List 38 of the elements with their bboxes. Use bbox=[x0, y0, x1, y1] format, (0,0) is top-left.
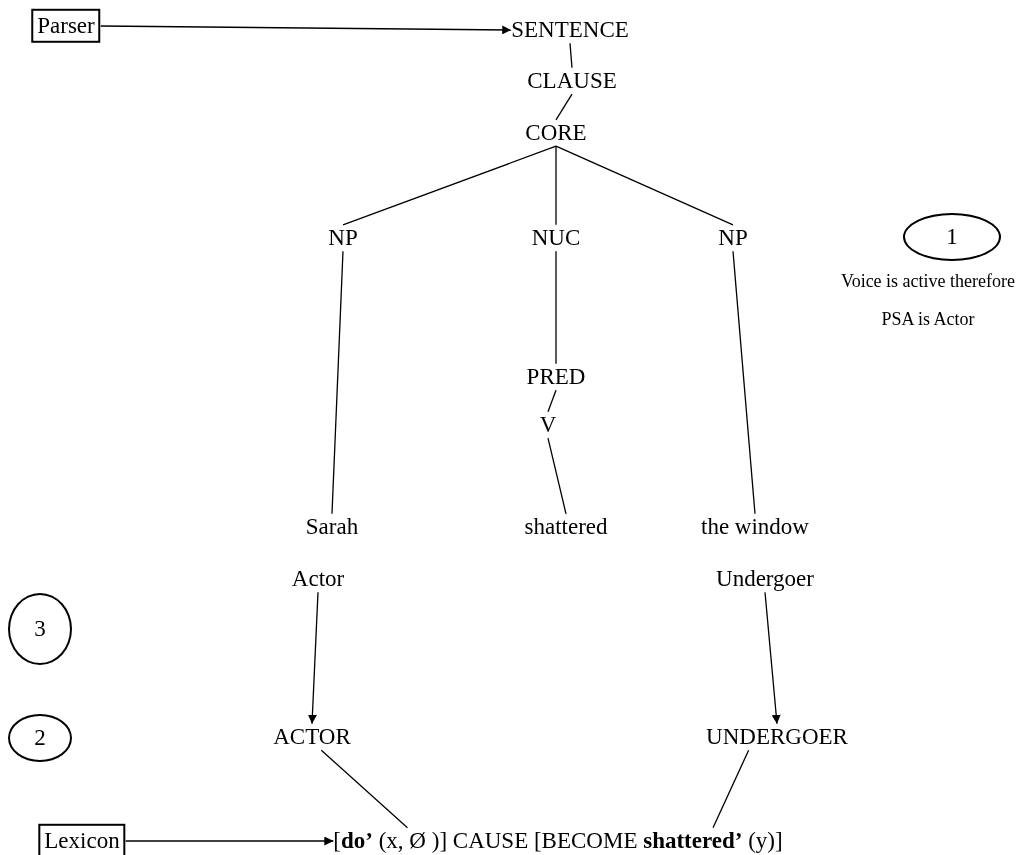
tree-label: CORE bbox=[525, 119, 587, 147]
tree-label: UNDERGOER bbox=[706, 723, 848, 751]
tree-branch bbox=[555, 145, 557, 226]
tree-branch bbox=[732, 250, 756, 515]
numbered-circle: 2 bbox=[8, 714, 72, 762]
arrow bbox=[100, 25, 512, 35]
tree-branch bbox=[555, 145, 734, 226]
tree-label: PRED bbox=[526, 363, 586, 391]
tree-branch bbox=[555, 93, 573, 121]
tree-label: Actor bbox=[291, 565, 345, 593]
tree-label: CLAUSE bbox=[527, 67, 617, 95]
arrow bbox=[307, 591, 319, 725]
tree-label: V bbox=[539, 411, 557, 439]
tree-branch bbox=[342, 145, 557, 226]
tree-label: the window bbox=[701, 513, 809, 541]
tree-branch bbox=[331, 250, 344, 515]
leader-line bbox=[320, 749, 409, 829]
tree-label: Undergoer bbox=[716, 565, 814, 593]
leader-line bbox=[712, 749, 750, 829]
source-box: Lexicon bbox=[38, 823, 126, 855]
tree-label: NUC bbox=[531, 224, 581, 252]
tree-label: NP bbox=[328, 224, 358, 252]
note-text: Voice is active therefore PSA is Actor bbox=[839, 270, 1017, 331]
numbered-circle: 3 bbox=[8, 593, 72, 665]
tree-label: NP bbox=[718, 224, 748, 252]
logical-structure: [do’ (x, Ø )] CAUSE [BECOME shattered’ (y)] bbox=[333, 827, 783, 855]
arrow bbox=[764, 591, 781, 725]
tree-label: shattered bbox=[524, 513, 608, 541]
tree-label: Sarah bbox=[305, 513, 359, 541]
arrow bbox=[125, 836, 334, 846]
tree-label: ACTOR bbox=[273, 723, 351, 751]
tree-branch bbox=[547, 437, 567, 515]
numbered-circle: 1 bbox=[903, 213, 1001, 261]
tree-label: SENTENCE bbox=[511, 16, 629, 44]
tree-branch bbox=[569, 42, 573, 69]
source-box: Parser bbox=[31, 8, 101, 44]
tree-branch bbox=[547, 389, 557, 413]
tree-branch bbox=[555, 250, 557, 365]
